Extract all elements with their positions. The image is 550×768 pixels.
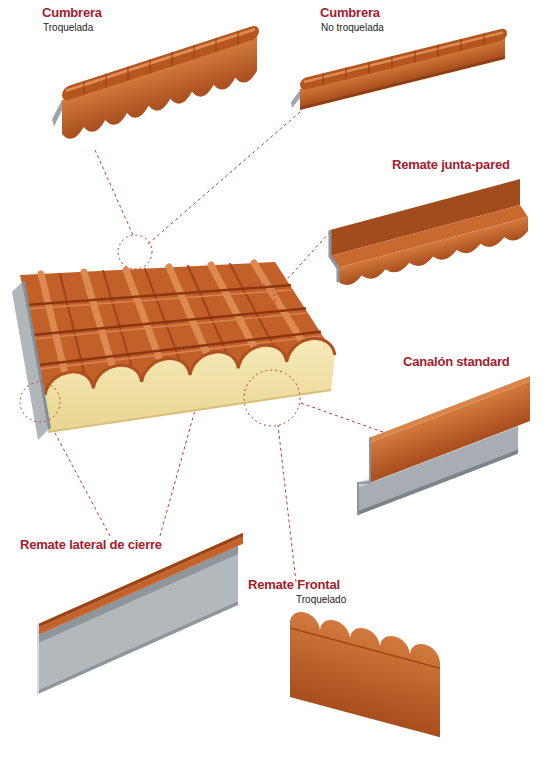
ridge-piece-punched xyxy=(52,24,259,145)
ridge-highlight xyxy=(66,29,255,90)
leader-line xyxy=(48,420,110,536)
part-subtitle: Troquelado xyxy=(296,594,346,606)
leader-line xyxy=(278,425,296,582)
front-fold xyxy=(290,628,440,668)
ridge-piece-plain xyxy=(291,27,507,112)
part-name: Cumbrera xyxy=(42,6,102,21)
part-subtitle: No troquelada xyxy=(321,22,384,34)
gutter-top xyxy=(370,376,530,442)
gutter xyxy=(358,376,530,515)
front-closure xyxy=(290,609,440,738)
leader-line xyxy=(298,402,383,432)
panel-side xyxy=(12,282,48,440)
front-plate xyxy=(290,609,440,738)
part-name: Canalón standard xyxy=(403,355,510,370)
panel-profile xyxy=(45,339,335,395)
ridge-roll xyxy=(300,27,507,91)
piece-end xyxy=(330,228,338,284)
piece-end xyxy=(52,100,62,127)
panel-side-edge xyxy=(22,281,51,430)
panel-bottom xyxy=(48,390,331,432)
part-subtitle: Troquelada xyxy=(43,22,93,34)
detail-circle xyxy=(118,235,152,269)
flashing-front xyxy=(338,217,528,288)
part-name: Remate junta-pared xyxy=(392,158,510,173)
closure-foot xyxy=(38,601,238,694)
ridge-segment xyxy=(323,33,484,85)
leader-line xyxy=(95,150,133,235)
panel-foam xyxy=(45,339,335,432)
wall-flashing xyxy=(330,177,528,290)
detail-circle xyxy=(241,283,275,317)
ridge-highlight xyxy=(304,32,503,82)
part-name: Remate Frontal xyxy=(248,578,340,593)
part-name: Cumbrera xyxy=(320,6,380,21)
detail-circle xyxy=(244,370,300,426)
leader-line xyxy=(148,112,300,244)
detail-circle xyxy=(20,382,60,422)
part-name: Remate lateral de cierre xyxy=(20,538,162,553)
roof-panel xyxy=(12,262,335,440)
side-closure xyxy=(38,533,243,694)
piece-end xyxy=(291,90,300,108)
ridge-roll xyxy=(62,24,259,102)
closure-shade xyxy=(38,546,238,643)
piece-end xyxy=(37,624,39,694)
ridge-segment xyxy=(84,31,238,95)
piece-end xyxy=(358,437,370,515)
